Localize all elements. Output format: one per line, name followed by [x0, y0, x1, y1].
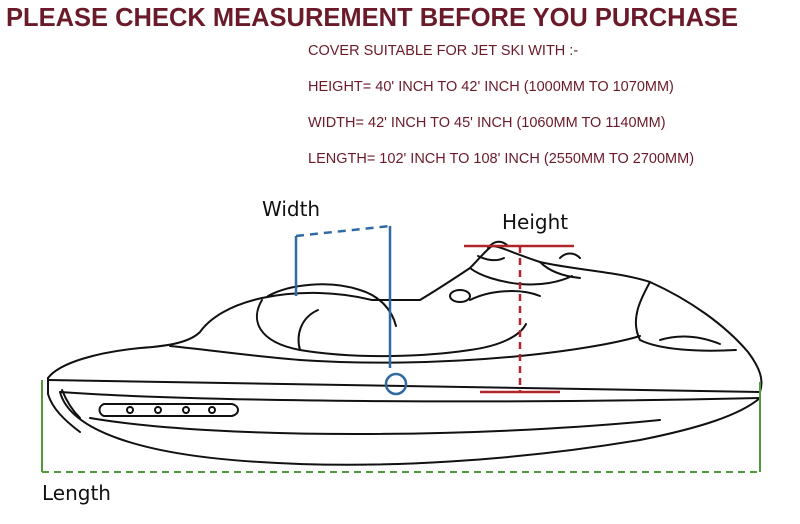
height-marker — [464, 244, 574, 394]
spec-width: WIDTH= 42' INCH TO 45' INCH (1060MM TO 1… — [308, 115, 666, 131]
width-label: Width — [262, 197, 321, 221]
spec-length: LENGTH= 102' INCH TO 108' INCH (2550MM T… — [308, 151, 695, 167]
width-marker — [294, 224, 408, 396]
jet-ski-diagram — [41, 224, 763, 473]
height-label: Height — [502, 210, 569, 234]
page-title: PLEASE CHECK MEASUREMENT BEFORE YOU PURC… — [6, 4, 739, 32]
length-label: Length — [42, 481, 111, 505]
spec-intro: COVER SUITABLE FOR JET SKI WITH :- — [308, 43, 579, 59]
jet-ski-outline — [47, 240, 763, 466]
length-marker — [41, 380, 761, 473]
spec-height: HEIGHT= 40' INCH TO 42' INCH (1000MM TO … — [308, 79, 674, 95]
